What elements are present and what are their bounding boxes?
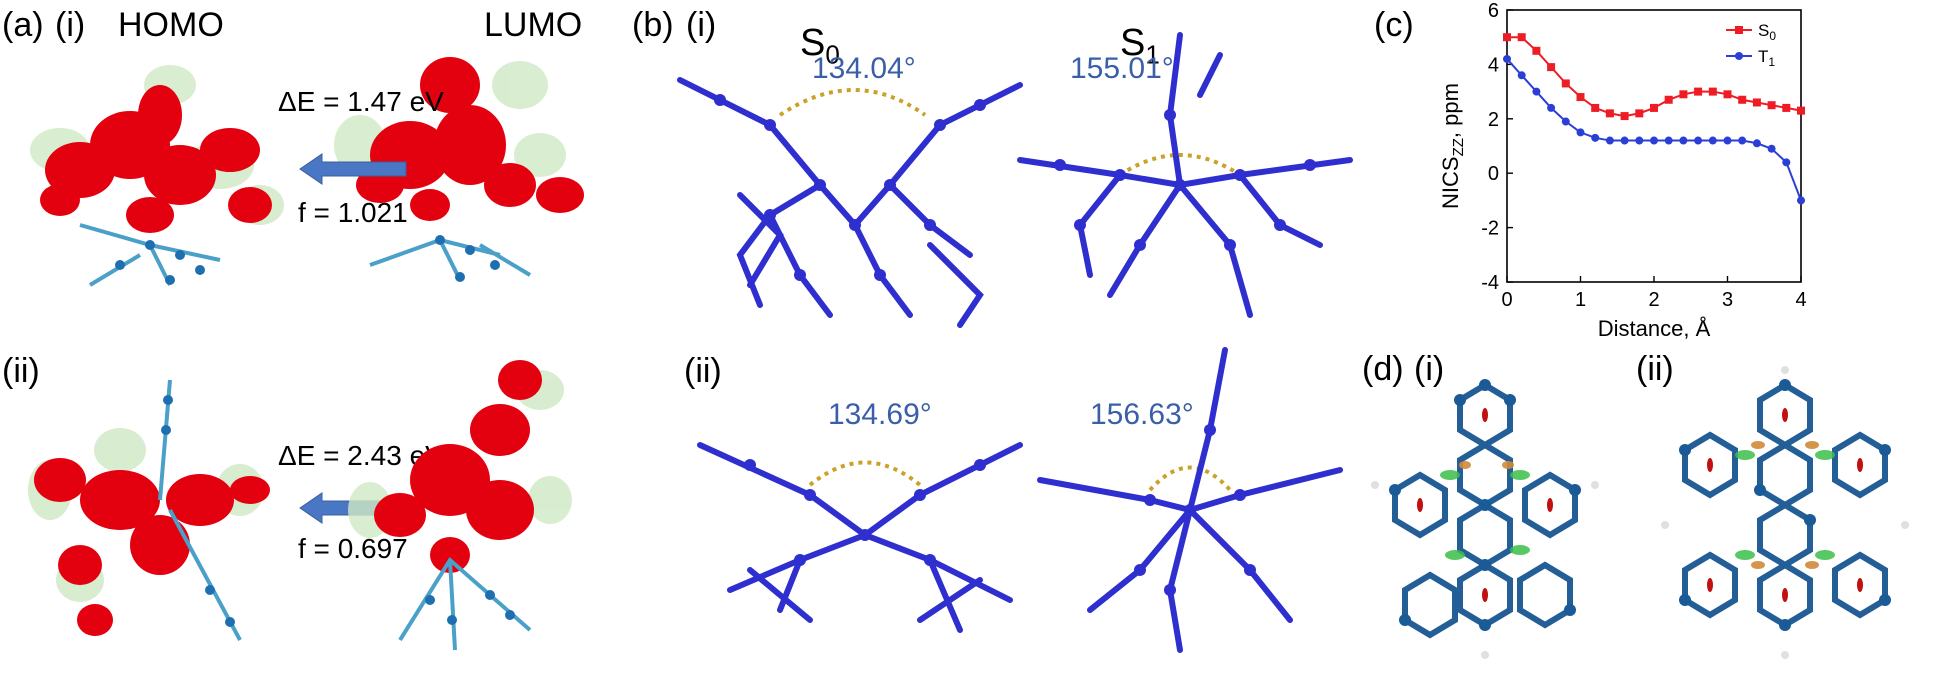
series-line-T1	[1506, 58, 1802, 201]
data-point-T1	[1679, 136, 1688, 145]
s0-title: S0	[800, 22, 840, 70]
panel-c-label: (c)	[1374, 6, 1414, 44]
legend-label: S0	[1758, 21, 1776, 43]
data-point-S0	[1620, 112, 1629, 121]
data-point-S0	[1635, 109, 1644, 118]
data-point-T1	[1561, 117, 1570, 126]
legend-label: T1	[1758, 47, 1775, 69]
data-point-T1	[1664, 136, 1673, 145]
data-point-S0	[1532, 46, 1541, 55]
data-point-S0	[1679, 90, 1688, 99]
x-tick-label: 1	[1575, 289, 1586, 311]
lumo-orbital-ii	[348, 360, 572, 651]
panel-a-i-label: (i)	[55, 6, 86, 44]
delta-e-i: ΔE = 1.47 eV	[278, 86, 444, 117]
data-point-S0	[1591, 103, 1600, 112]
data-point-S0	[1797, 106, 1805, 115]
panel-a-ii-label: (ii)	[2, 352, 40, 390]
angle-s1-i: 155.01°	[1070, 52, 1174, 85]
data-point-T1	[1738, 136, 1747, 145]
homo-orbital-i	[30, 65, 284, 287]
x-tick-label: 2	[1648, 289, 1659, 311]
lumo-orbital-i	[334, 57, 584, 282]
transition-arrow-i	[299, 153, 407, 185]
data-point-T1	[1620, 136, 1629, 145]
data-point-S0	[1664, 95, 1673, 104]
x-axis-label: Distance, Å	[1598, 316, 1711, 341]
molecule-s0-ii	[697, 442, 1023, 633]
data-point-T1	[1694, 136, 1703, 145]
molecule-s1-i	[1017, 32, 1353, 318]
panel-d-label: (d)	[1362, 350, 1404, 388]
nci-plot-i	[1371, 379, 1599, 659]
data-point-T1	[1605, 136, 1614, 145]
y-tick-label: 0	[1488, 163, 1499, 185]
homo-orbital-ii	[28, 379, 270, 641]
data-point-S0	[1738, 95, 1747, 104]
legend-marker	[1735, 26, 1743, 34]
panel-d-i-label: (i)	[1414, 350, 1445, 388]
data-point-T1	[1547, 103, 1556, 112]
panel-b-i-label: (i)	[686, 6, 717, 44]
s1-title: S1	[1120, 22, 1160, 70]
angle-s0-i: 134.04°	[812, 52, 916, 85]
nci-plot-ii	[1661, 366, 1909, 659]
panel-a-label: (a)	[2, 6, 44, 44]
data-point-S0	[1708, 87, 1717, 96]
angle-s0-ii: 134.69°	[828, 398, 932, 431]
lumo-title: LUMO	[484, 6, 583, 44]
data-point-S0	[1503, 33, 1511, 42]
data-point-S0	[1694, 87, 1703, 96]
y-tick-label: -4	[1481, 272, 1499, 294]
x-tick-label: 0	[1501, 289, 1512, 311]
data-point-S0	[1782, 103, 1791, 112]
data-point-T1	[1591, 133, 1600, 142]
oscillator-f-i: f = 1.021	[298, 197, 408, 228]
x-tick-label: 3	[1722, 289, 1733, 311]
data-point-T1	[1767, 144, 1776, 153]
data-point-S0	[1752, 98, 1761, 107]
data-point-T1	[1532, 87, 1541, 96]
data-point-S0	[1517, 33, 1526, 42]
y-tick-label: 4	[1488, 54, 1499, 76]
y-tick-label: -2	[1481, 218, 1499, 240]
panel-b-ii-label: (ii)	[684, 352, 722, 390]
angle-s1-ii: 156.63°	[1090, 398, 1194, 431]
oscillator-f-ii: f = 0.697	[298, 533, 408, 564]
data-point-T1	[1503, 54, 1511, 63]
data-point-S0	[1576, 93, 1585, 102]
data-point-T1	[1782, 158, 1791, 167]
data-point-T1	[1723, 136, 1732, 145]
data-point-S0	[1561, 79, 1570, 88]
molecule-s1-ii	[1037, 347, 1343, 653]
data-point-T1	[1708, 136, 1717, 145]
data-point-T1	[1650, 136, 1658, 145]
data-point-S0	[1650, 103, 1658, 112]
legend-marker	[1735, 52, 1743, 60]
panel-d-ii-label: (ii)	[1636, 350, 1674, 388]
y-tick-label: 2	[1488, 109, 1499, 131]
x-tick-label: 4	[1795, 289, 1806, 311]
y-tick-label: 6	[1488, 0, 1499, 22]
molecule-s0-i	[677, 77, 1023, 328]
homo-title: HOMO	[118, 6, 224, 44]
data-point-S0	[1767, 101, 1776, 110]
data-point-T1	[1517, 71, 1526, 80]
data-point-T1	[1635, 136, 1644, 145]
panel-b-label: (b)	[632, 6, 674, 44]
data-point-T1	[1797, 196, 1805, 205]
data-point-S0	[1723, 90, 1732, 99]
data-point-T1	[1752, 139, 1761, 148]
data-point-S0	[1605, 109, 1614, 118]
data-point-T1	[1576, 128, 1585, 137]
data-point-S0	[1547, 63, 1556, 72]
y-axis-label: NICSZZ, ppm	[1438, 83, 1467, 209]
